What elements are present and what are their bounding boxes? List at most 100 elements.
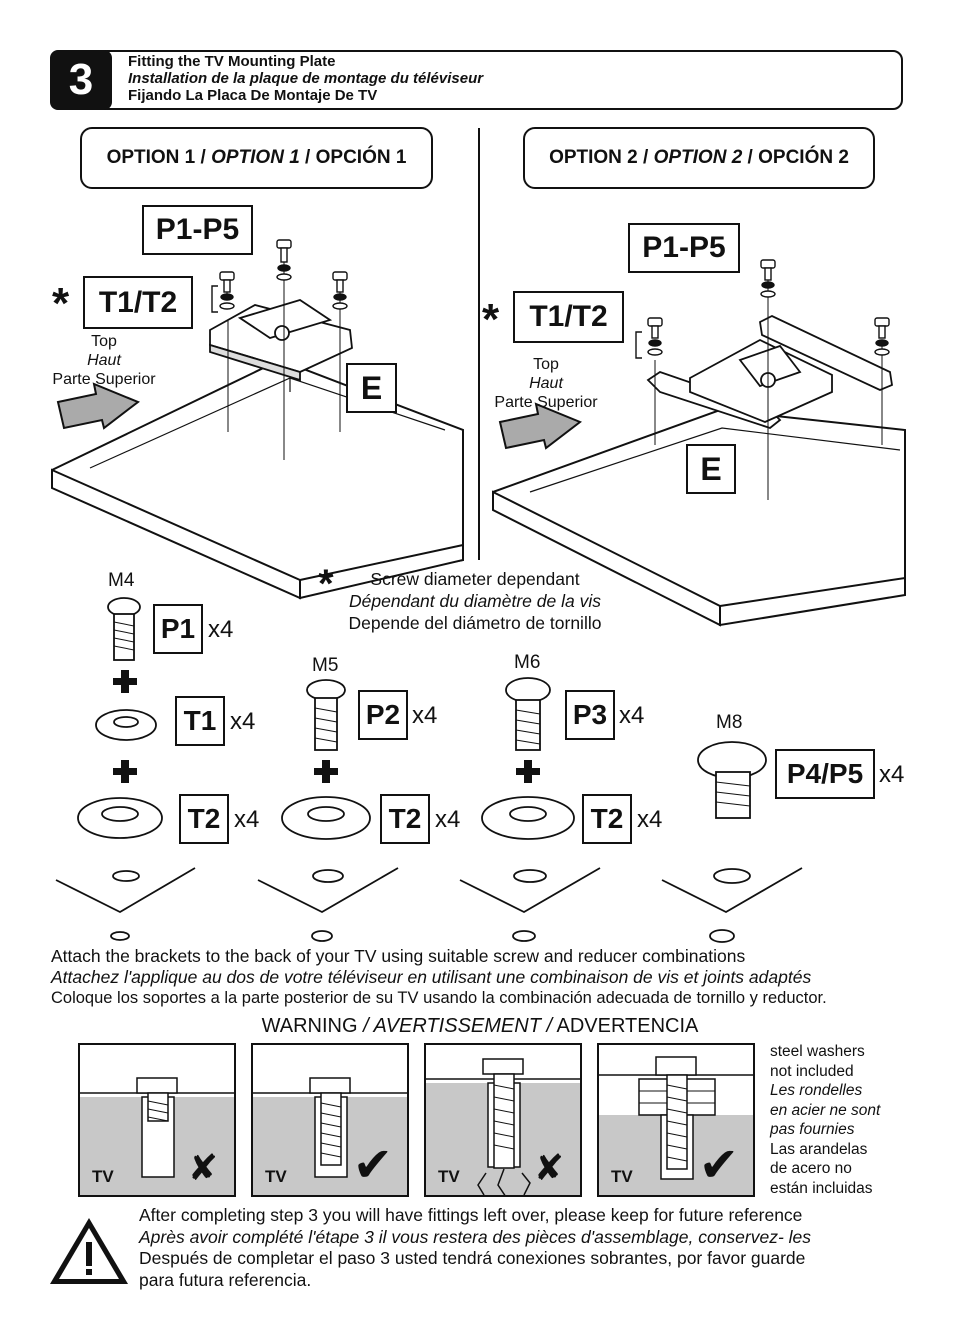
- step-number: 3: [50, 50, 112, 110]
- size-m4: M4: [108, 570, 135, 591]
- option1-fr: OPTION 1: [211, 147, 300, 168]
- step-title-es: Fijando La Placa De Montaje De TV: [128, 87, 378, 104]
- screw-with-washers-diagram: [599, 1056, 753, 1195]
- arrow-icon: [498, 402, 582, 450]
- screw-p2-label: P2: [358, 690, 408, 740]
- washer-note-en2: not included: [770, 1062, 854, 1080]
- fitting-m5: [257, 679, 399, 942]
- screw-p1-label: P1: [153, 604, 203, 654]
- size-m8: M8: [716, 712, 743, 733]
- screw-diameter-note: Screw diameter dependant Dépendant du di…: [330, 568, 620, 634]
- qty-t2: x4: [234, 806, 260, 833]
- washer-note-fr3: pas fournies: [770, 1121, 855, 1138]
- tv-label: TV: [265, 1167, 287, 1186]
- screw-range-label-opt1: P1-P5: [142, 205, 253, 255]
- washer-note: steel washers not included Les rondelles…: [770, 1042, 880, 1198]
- top-label-opt2: Top Haut Parte Superior: [486, 355, 606, 412]
- screws-option2: [635, 259, 890, 359]
- washer-range-label-opt2: T1/T2: [513, 291, 624, 343]
- qty-p2: x4: [412, 702, 438, 729]
- footer-es1: Después de completar el paso 3 usted ten…: [139, 1248, 806, 1268]
- spacer-t2-label: T2: [380, 794, 430, 844]
- spacer-t2-label: T2: [179, 794, 229, 844]
- size-m5: M5: [312, 655, 339, 676]
- top-fr: Haut: [529, 375, 563, 392]
- fitting-m6: [459, 677, 601, 942]
- step-title-en: Fitting the TV Mounting Plate: [128, 53, 336, 70]
- screw-correct-diagram: [253, 1077, 407, 1195]
- asterisk-icon: *: [52, 279, 70, 328]
- top-fr: Haut: [87, 352, 121, 369]
- washer-range-label-opt1: T1/T2: [83, 276, 193, 329]
- option2-fr: OPTION 2: [653, 147, 743, 168]
- fitting-m8: [661, 741, 803, 943]
- screw-p4-p5-label: P4/P5: [775, 749, 875, 799]
- spacer-t2-label: T2: [582, 794, 632, 844]
- footer-note: After completing step 3 you will have fi…: [139, 1205, 929, 1291]
- asterisk-icon: *: [482, 295, 500, 344]
- top-en: Top: [533, 356, 559, 373]
- warning-fr: / AVERTISSEMENT /: [363, 1015, 553, 1037]
- asterisk-icon: *: [318, 562, 334, 606]
- warning-en: WARNING: [261, 1015, 364, 1037]
- caution-triangle-icon: [50, 1218, 128, 1284]
- washer-note-en1: steel washers: [770, 1043, 865, 1060]
- option2-box: OPTION 2 / OPTION 2 / OPCIÓN 2: [523, 127, 875, 189]
- cross-icon: ✘: [187, 1147, 218, 1188]
- screw-too-short-diagram: [80, 1077, 234, 1195]
- qty-t2: x4: [637, 806, 663, 833]
- attach-en: Attach the brackets to the back of your …: [51, 946, 746, 966]
- top-label-opt1: Top Haut Parte Superior: [44, 332, 164, 389]
- arrow-icon: [56, 382, 140, 430]
- screw-p3-label: P3: [565, 690, 615, 740]
- check-icon: ✔: [698, 1139, 739, 1192]
- footer-es2: para futura referencia.: [139, 1269, 312, 1290]
- footer-fr: Après avoir complété l'étape 3 il vous r…: [139, 1226, 812, 1247]
- attach-fr: Attachez l'applique au dos de votre télé…: [51, 967, 812, 987]
- top-en: Top: [91, 333, 117, 350]
- option-divider: [478, 128, 480, 560]
- footer-en: After completing step 3 you will have fi…: [139, 1205, 803, 1225]
- warning-panel-4: TV ✔: [597, 1043, 755, 1197]
- top-es: Parte Superior: [52, 371, 156, 388]
- option2-es: / OPCIÓN 2: [742, 147, 849, 168]
- screw-range-label-opt2: P1-P5: [628, 223, 740, 273]
- tv-back-option2: [492, 408, 906, 627]
- washer-note-fr1: Les rondelles: [770, 1082, 863, 1099]
- plate-label-opt2: E: [686, 444, 736, 494]
- attach-es: Coloque los soportes a la parte posterio…: [51, 989, 827, 1007]
- note-es: Depende del diámetro de tornillo: [348, 613, 602, 633]
- warning-panel-3: TV ✘: [424, 1043, 582, 1197]
- washer-note-es3: están incluidas: [770, 1179, 873, 1197]
- qty-p4-p5: x4: [879, 761, 905, 788]
- warning-es: ADVERTENCIA: [552, 1015, 699, 1037]
- tv-label: TV: [92, 1167, 114, 1186]
- tv-label: TV: [611, 1167, 633, 1186]
- screws-option1: [211, 239, 348, 313]
- cross-icon: ✘: [533, 1147, 564, 1188]
- note-fr: Dépendant du diamètre de la vis: [349, 591, 601, 611]
- washer-t1-label: T1: [175, 696, 225, 746]
- option1-es: / OPCIÓN 1: [299, 147, 407, 168]
- mounting-plate-option2: [646, 270, 893, 500]
- step-title-fr: Installation de la plaque de montage du …: [128, 70, 484, 87]
- note-en: Screw diameter dependant: [370, 569, 580, 589]
- qty-t2: x4: [435, 806, 461, 833]
- option1-en: OPTION 1 /: [106, 147, 212, 168]
- plate-label-opt1: E: [346, 363, 397, 413]
- qty-t1: x4: [230, 708, 256, 735]
- screw-too-long-diagram: [426, 1058, 580, 1195]
- fitting-m4: [55, 597, 196, 941]
- option2-en: OPTION 2 /: [549, 147, 654, 168]
- mounting-plate-option1: [209, 255, 353, 460]
- attach-instructions: Attach the brackets to the back of your …: [51, 946, 931, 1009]
- tv-label: TV: [438, 1167, 460, 1186]
- warning-panel-1: TV ✘: [78, 1043, 236, 1197]
- plus-icon: [113, 670, 540, 783]
- installation-illustration: [51, 239, 906, 943]
- size-m6: M6: [514, 652, 541, 673]
- warning-panel-2: TV ✔: [251, 1043, 409, 1197]
- qty-p3: x4: [619, 702, 645, 729]
- top-es: Parte Superior: [494, 394, 598, 411]
- washer-note-es2: de acero no: [770, 1160, 852, 1177]
